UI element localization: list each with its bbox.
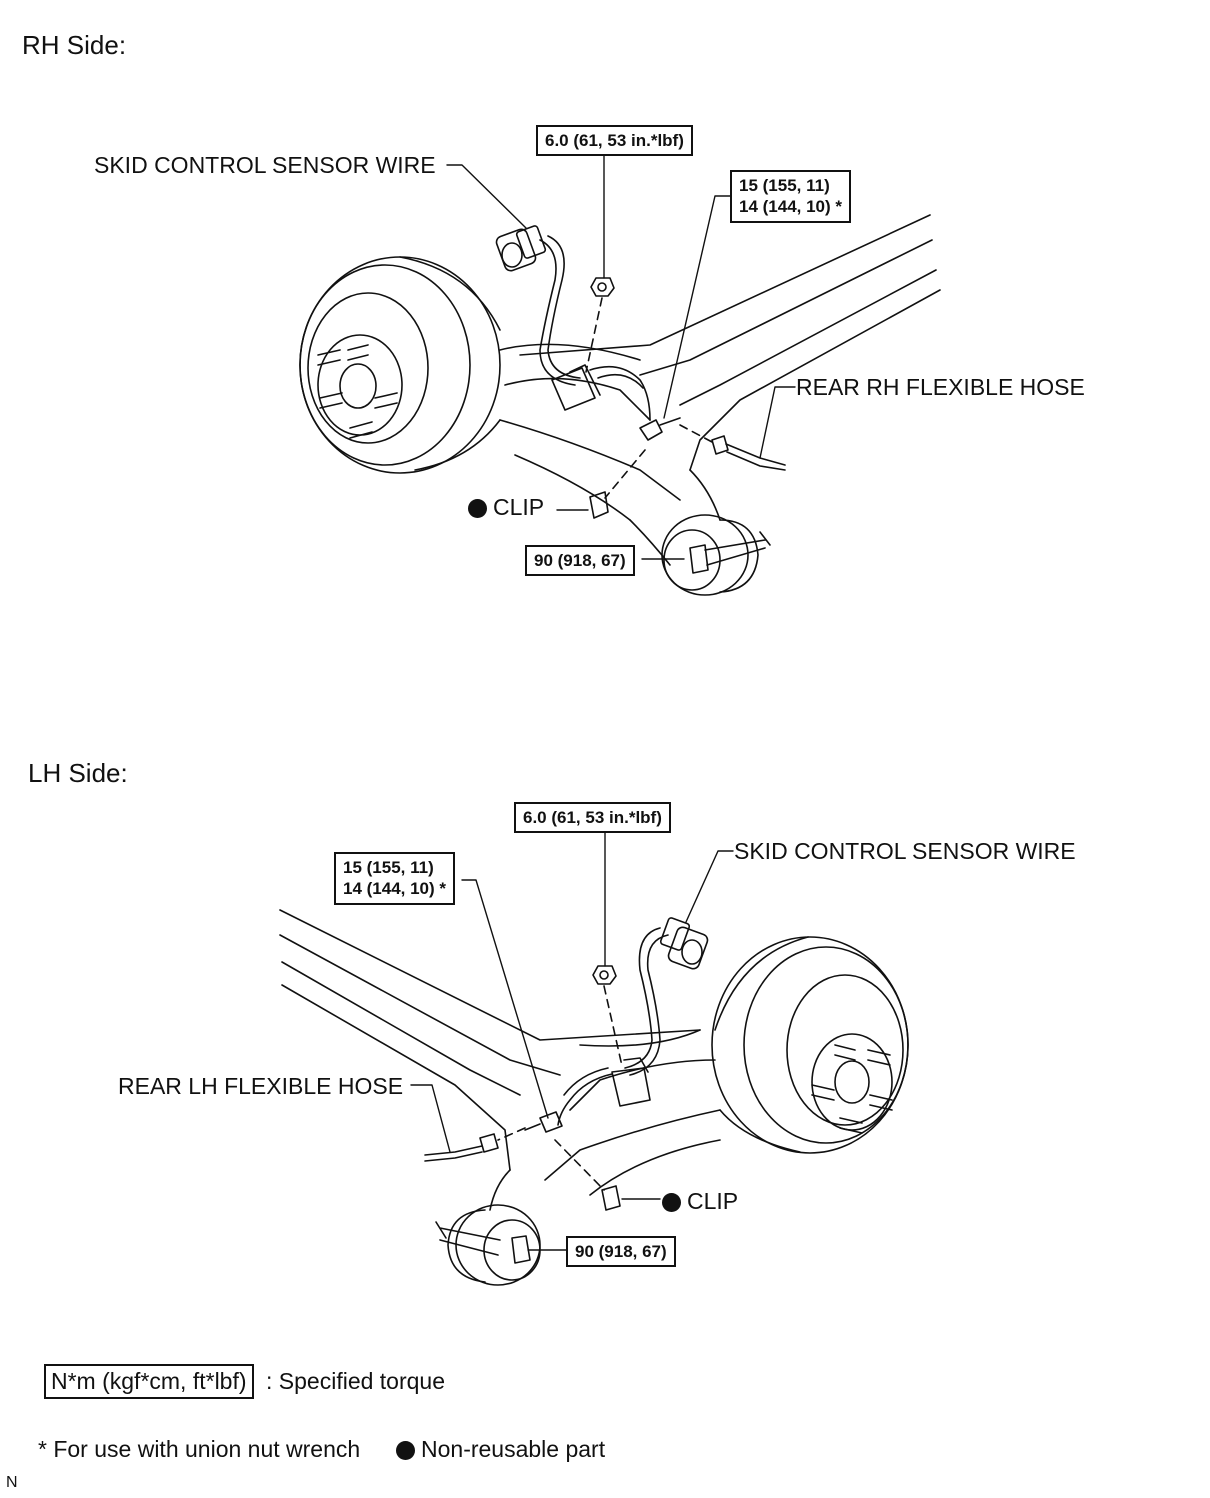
rh-torque-union-standard: 15 (155, 11) [739,176,830,195]
legend-non-reusable-text: Non-reusable part [421,1436,606,1462]
lh-torque-union-standard: 15 (155, 11) [343,858,434,877]
rh-leader-lines [446,153,796,560]
rh-torque-sensor-bolt-value: 6.0 (61, 53 in.*lbf) [545,131,684,150]
lh-brake-drum [711,936,909,1154]
lh-torque-union-nut: 15 (155, 11) 14 (144, 10) * [334,852,456,905]
rh-speed-sensor [551,364,651,421]
lh-brake-line [424,1111,563,1162]
rh-sensor-connector [495,225,581,386]
legend-torque-unit-description: : Specified torque [266,1368,446,1394]
rh-clip-text: CLIP [493,494,545,520]
lh-clip [601,1185,621,1211]
lh-dashed-guides [497,985,623,1191]
lh-side-heading: LH Side: [28,758,128,788]
rh-sensor-nut [590,277,615,297]
lh-leader-lines [410,831,734,1251]
lh-axle-beam [279,909,721,1211]
rh-side-heading: RH Side: [22,30,127,60]
legend-non-reusable: Non-reusable part [396,1436,605,1463]
rh-clip-label: CLIP [468,494,544,521]
rh-torque-axle-bolt-value: 90 (918, 67) [534,551,626,570]
legend-union-nut-note: * For use with union nut wrench [38,1436,361,1462]
lh-side-drawing [279,831,909,1286]
lh-clip-text: CLIP [687,1188,739,1214]
rh-torque-union-nut: 15 (155, 11) 14 (144, 10) * [730,170,852,223]
figure-code: N [6,1474,18,1491]
rh-axle-beam [499,214,941,566]
rh-sensor-wire-label: SKID CONTROL SENSOR WIRE [94,152,436,178]
lh-torque-axle-bolt: 90 (918, 67) [566,1236,676,1268]
lh-flexible-hose-label: REAR LH FLEXIBLE HOSE [118,1073,404,1099]
rh-torque-axle-bolt: 90 (918, 67) [525,545,635,577]
rh-torque-sensor-bolt: 6.0 (61, 53 in.*lbf) [536,125,693,157]
lh-speed-sensor [557,1057,651,1126]
lh-torque-sensor-bolt-value: 6.0 (61, 53 in.*lbf) [523,808,662,827]
lh-sensor-wire-label: SKID CONTROL SENSOR WIRE [734,838,1076,864]
lh-sensor-connector [624,917,709,1076]
lh-torque-sensor-bolt: 6.0 (61, 53 in.*lbf) [514,802,671,834]
rh-torque-union-wrench: 14 (144, 10) * [739,197,843,217]
rh-clip [589,491,609,519]
rh-non-reusable-dot-icon [468,499,487,518]
lh-non-reusable-dot-icon [662,1193,681,1212]
lh-bushing [435,1204,541,1286]
lh-sensor-nut [592,965,617,985]
rh-brake-drum [299,256,501,474]
lh-torque-axle-bolt-value: 90 (918, 67) [575,1242,667,1261]
rh-bushing [661,514,771,596]
lh-wheel-studs [811,1044,893,1134]
lh-clip-label: CLIP [662,1188,738,1215]
legend-torque-unit-box: N*m (kgf*cm, ft*lbf) [44,1364,254,1399]
lh-torque-union-wrench: 14 (144, 10) * [343,879,447,899]
rh-side-drawing [299,153,941,596]
rh-wheel-studs [317,344,398,439]
rh-flexible-hose-label: REAR RH FLEXIBLE HOSE [796,374,1085,400]
rh-dashed-guides [585,297,713,499]
legend-non-reusable-dot-icon [396,1441,415,1460]
